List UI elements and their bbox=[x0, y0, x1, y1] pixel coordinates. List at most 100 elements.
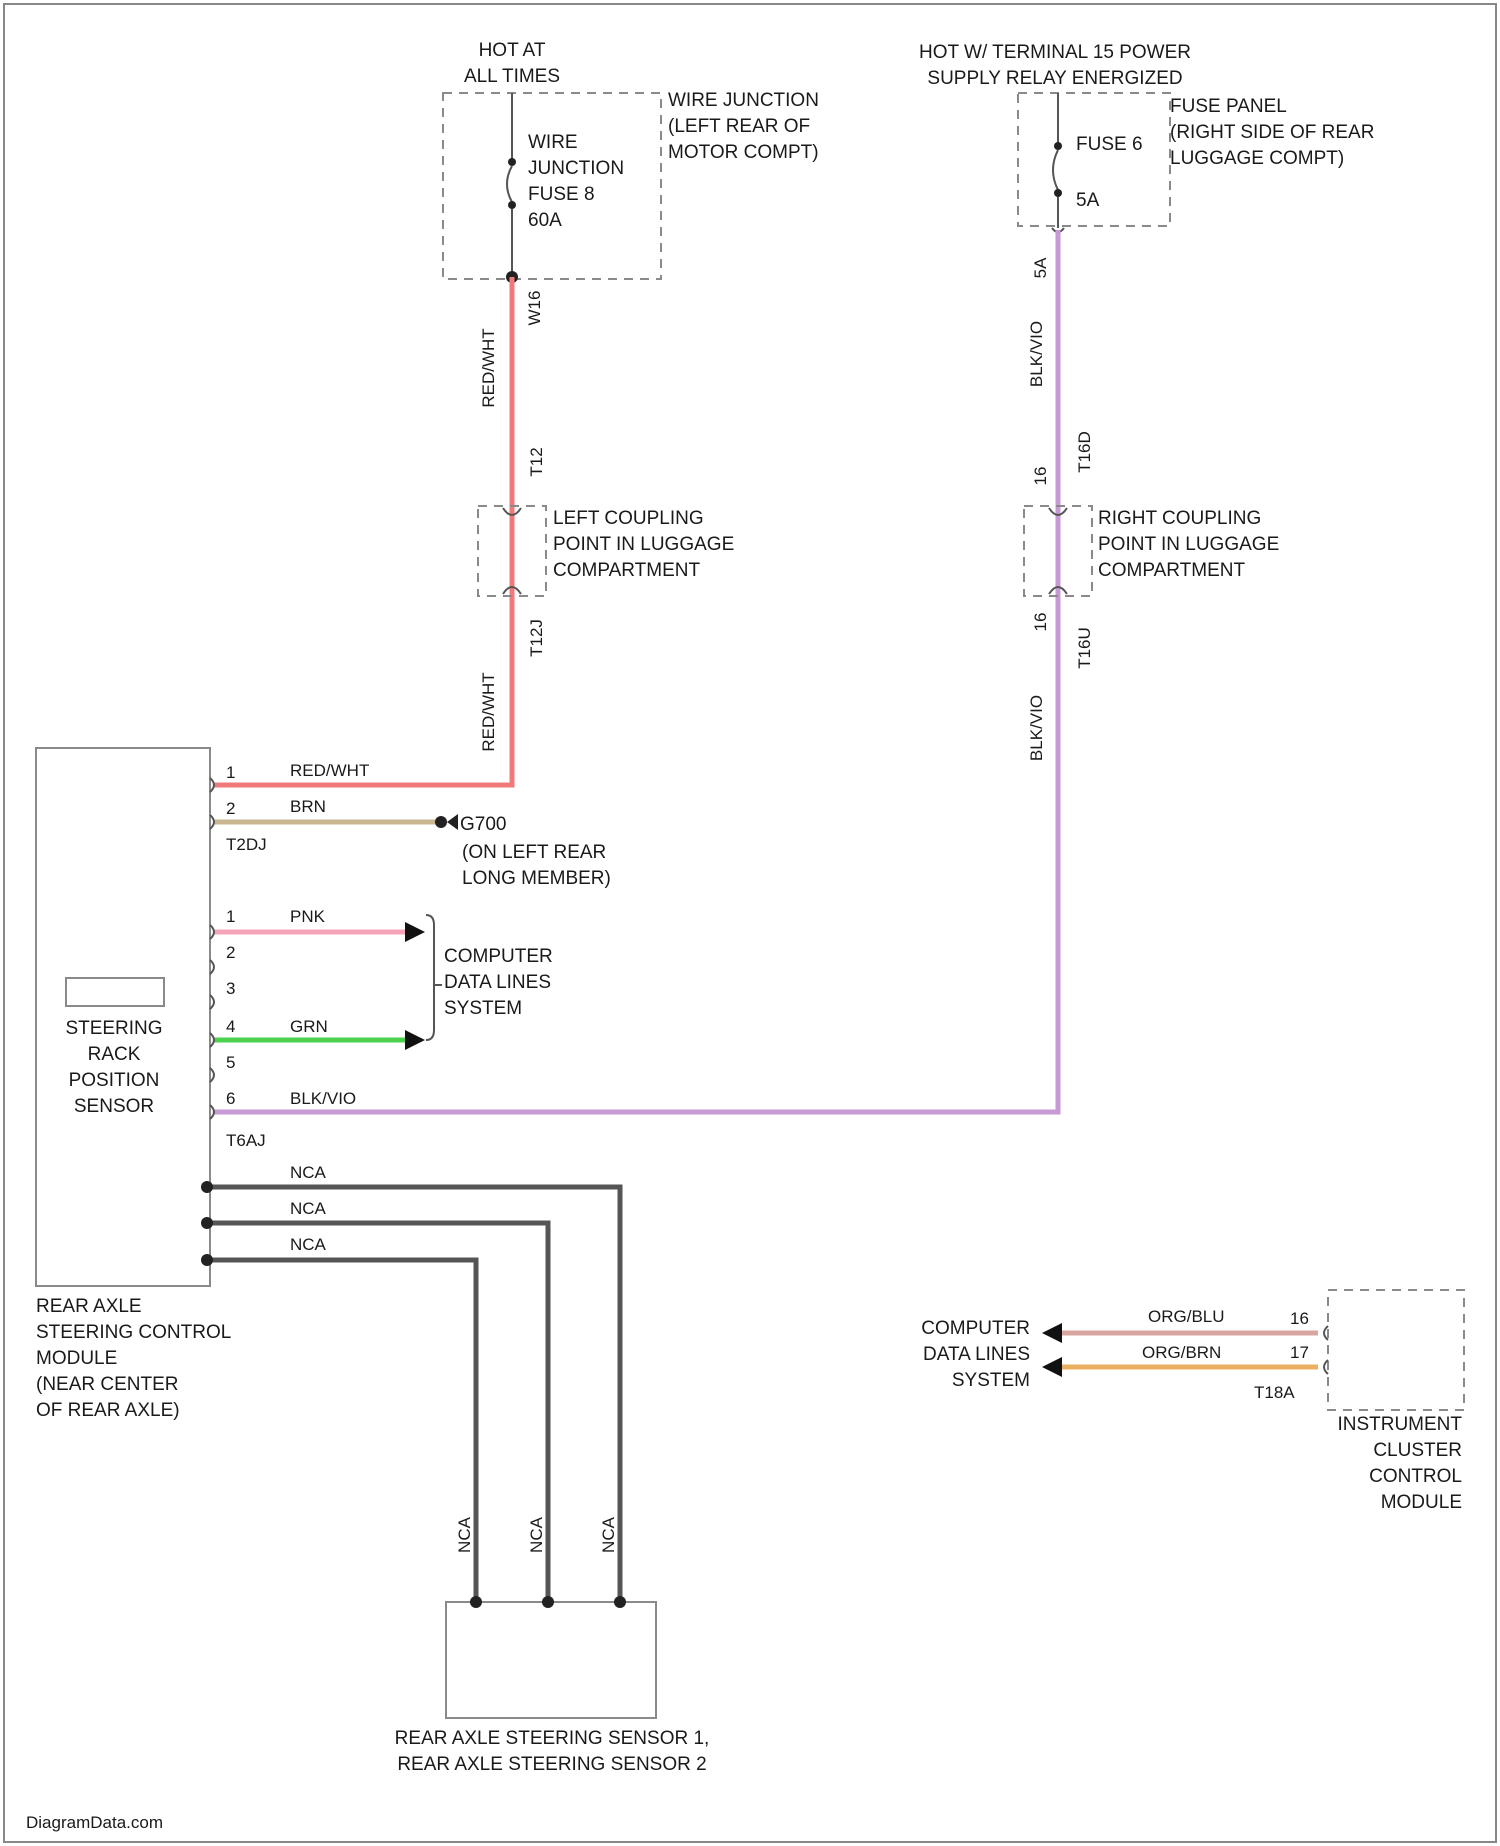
svg-text:COMPUTER: COMPUTER bbox=[921, 1318, 1030, 1339]
svg-text:RIGHT COUPLING: RIGHT COUPLING bbox=[1098, 508, 1261, 529]
right-coupling-num-bottom: 16 bbox=[1031, 613, 1050, 632]
fuse-6-amps: 5A bbox=[1076, 190, 1100, 211]
svg-text:MOTOR COMPT): MOTOR COMPT) bbox=[668, 142, 819, 163]
nca-wire-1 bbox=[207, 1187, 620, 1600]
svg-text:FUSE PANEL: FUSE PANEL bbox=[1170, 96, 1287, 117]
svg-text:LEFT COUPLING: LEFT COUPLING bbox=[553, 508, 704, 529]
left-coupling-pin-bottom: T12J bbox=[527, 619, 546, 657]
svg-text:2: 2 bbox=[226, 943, 235, 962]
svg-text:INSTRUMENT: INSTRUMENT bbox=[1337, 1414, 1462, 1435]
svg-text:4: 4 bbox=[226, 1017, 235, 1036]
wire-junction-inner-label: WIRE JUNCTION FUSE 8 60A bbox=[528, 132, 624, 231]
svg-text:1: 1 bbox=[226, 907, 235, 926]
svg-text:DATA LINES: DATA LINES bbox=[923, 1344, 1030, 1365]
svg-text:REAR AXLE STEERING SENSOR 2: REAR AXLE STEERING SENSOR 2 bbox=[397, 1754, 706, 1775]
svg-text:WIRE: WIRE bbox=[528, 132, 578, 153]
watermark: DiagramData.com bbox=[26, 1813, 163, 1832]
svg-text:WIRE JUNCTION: WIRE JUNCTION bbox=[668, 90, 819, 111]
svg-text:MODULE: MODULE bbox=[36, 1348, 117, 1369]
hot-at-all-times-label: HOT AT ALL TIMES bbox=[464, 40, 560, 87]
data-lines-label-left: COMPUTER DATA LINES SYSTEM bbox=[444, 946, 553, 1019]
grn-label: GRN bbox=[290, 1017, 328, 1036]
fuse-panel-caption: FUSE PANEL (RIGHT SIDE OF REAR LUGGAGE C… bbox=[1170, 96, 1374, 169]
blk-vio-label-upper: BLK/VIO bbox=[1027, 321, 1046, 387]
fuse-panel-pin-label: 5A bbox=[1031, 257, 1050, 278]
rack-position-sensor-label: STEERING RACK POSITION SENSOR bbox=[65, 1018, 162, 1117]
svg-text:STEERING: STEERING bbox=[65, 1018, 162, 1039]
red-wht-label-lower: RED/WHT bbox=[479, 672, 498, 751]
org-brn-label: ORG/BRN bbox=[1142, 1343, 1221, 1362]
red-wht-label-upper: RED/WHT bbox=[479, 328, 498, 407]
hot-terminal-15-label: HOT W/ TERMINAL 15 POWER SUPPLY RELAY EN… bbox=[919, 42, 1191, 89]
blk-vio-label-lower: BLK/VIO bbox=[1027, 695, 1046, 761]
rear-axle-steering-sensors bbox=[446, 1602, 656, 1718]
svg-text:3: 3 bbox=[226, 979, 235, 998]
svg-text:COMPUTER: COMPUTER bbox=[444, 946, 553, 967]
svg-text:DATA LINES: DATA LINES bbox=[444, 972, 551, 993]
instrument-cluster-caption: INSTRUMENT CLUSTER CONTROL MODULE bbox=[1337, 1414, 1462, 1513]
ground-caption: (ON LEFT REAR LONG MEMBER) bbox=[462, 842, 611, 889]
wire-junction-caption: WIRE JUNCTION (LEFT REAR OF MOTOR COMPT) bbox=[668, 90, 819, 163]
svg-text:(RIGHT SIDE OF REAR: (RIGHT SIDE OF REAR bbox=[1170, 122, 1374, 143]
ground-g700-label: G700 bbox=[460, 814, 506, 835]
pnk-label: PNK bbox=[290, 907, 326, 926]
svg-text:LONG MEMBER): LONG MEMBER) bbox=[462, 868, 611, 889]
svg-text:FUSE 8: FUSE 8 bbox=[528, 184, 595, 205]
svg-text:CLUSTER: CLUSTER bbox=[1373, 1440, 1462, 1461]
instrument-cluster-box bbox=[1328, 1290, 1464, 1410]
svg-text:OF REAR AXLE): OF REAR AXLE) bbox=[36, 1400, 180, 1421]
blk-vio-label-module: BLK/VIO bbox=[290, 1089, 356, 1108]
connector-t2dj: 1 2 T2DJ bbox=[210, 763, 267, 854]
svg-text:60A: 60A bbox=[528, 210, 562, 231]
nca-label-3: NCA bbox=[290, 1235, 327, 1254]
svg-text:HOT W/ TERMINAL 15 POWER: HOT W/ TERMINAL 15 POWER bbox=[919, 42, 1191, 63]
svg-text:2: 2 bbox=[226, 799, 235, 818]
rear-axle-sensors-caption: REAR AXLE STEERING SENSOR 1, REAR AXLE S… bbox=[395, 1728, 710, 1775]
blk-vio-wire bbox=[214, 230, 1058, 1112]
right-coupling-num-top: 16 bbox=[1031, 467, 1050, 486]
data-lines-arrows-right bbox=[1042, 1323, 1062, 1377]
connector-t18a: 16 17 T18A bbox=[1254, 1309, 1328, 1402]
svg-text:T18A: T18A bbox=[1254, 1383, 1295, 1402]
data-lines-arrows-left bbox=[405, 915, 442, 1050]
svg-text:(ON LEFT REAR: (ON LEFT REAR bbox=[462, 842, 606, 863]
fuse-8-symbol bbox=[507, 158, 516, 277]
svg-text:JUNCTION: JUNCTION bbox=[528, 158, 624, 179]
svg-text:(LEFT REAR OF: (LEFT REAR OF bbox=[668, 116, 810, 137]
svg-text:SYSTEM: SYSTEM bbox=[444, 998, 522, 1019]
svg-text:16: 16 bbox=[1290, 1309, 1309, 1328]
svg-text:REAR AXLE STEERING SENSOR 1,: REAR AXLE STEERING SENSOR 1, bbox=[395, 1728, 710, 1749]
nca-vert-label-3: NCA bbox=[599, 1516, 618, 1553]
svg-text:SENSOR: SENSOR bbox=[74, 1096, 154, 1117]
svg-text:SUPPLY RELAY ENERGIZED: SUPPLY RELAY ENERGIZED bbox=[927, 68, 1182, 89]
svg-text:6: 6 bbox=[226, 1089, 235, 1108]
left-coupling-pin-top: T12 bbox=[527, 447, 546, 476]
data-lines-label-right: COMPUTER DATA LINES SYSTEM bbox=[921, 1318, 1030, 1391]
steering-control-module-caption: REAR AXLE STEERING CONTROL MODULE (NEAR … bbox=[36, 1296, 231, 1421]
nca-vert-label-2: NCA bbox=[527, 1516, 546, 1553]
rack-position-sensor-symbol bbox=[66, 978, 164, 1006]
svg-text:(NEAR CENTER: (NEAR CENTER bbox=[36, 1374, 179, 1395]
fuse-6-label: FUSE 6 bbox=[1076, 134, 1143, 155]
svg-text:POINT IN LUGGAGE: POINT IN LUGGAGE bbox=[1098, 534, 1279, 555]
svg-text:ALL TIMES: ALL TIMES bbox=[464, 66, 560, 87]
svg-text:POSITION: POSITION bbox=[69, 1070, 160, 1091]
svg-text:REAR AXLE: REAR AXLE bbox=[36, 1296, 142, 1317]
right-coupling-pin-bottom: T16U bbox=[1075, 627, 1094, 669]
svg-text:1: 1 bbox=[226, 763, 235, 782]
svg-text:5: 5 bbox=[226, 1053, 235, 1072]
nca-wire-3 bbox=[207, 1260, 476, 1600]
red-wht-wire bbox=[214, 277, 512, 785]
nca-vert-label-1: NCA bbox=[455, 1516, 474, 1553]
red-wht-label-module: RED/WHT bbox=[290, 761, 369, 780]
nca-wire-2 bbox=[207, 1223, 548, 1600]
svg-text:POINT IN LUGGAGE: POINT IN LUGGAGE bbox=[553, 534, 734, 555]
svg-text:RACK: RACK bbox=[88, 1044, 141, 1065]
svg-text:STEERING CONTROL: STEERING CONTROL bbox=[36, 1322, 231, 1343]
nca-label-1: NCA bbox=[290, 1163, 327, 1182]
org-blu-label: ORG/BLU bbox=[1148, 1307, 1225, 1326]
svg-text:HOT AT: HOT AT bbox=[479, 40, 546, 61]
steering-control-module bbox=[36, 748, 210, 1286]
svg-text:MODULE: MODULE bbox=[1381, 1492, 1462, 1513]
